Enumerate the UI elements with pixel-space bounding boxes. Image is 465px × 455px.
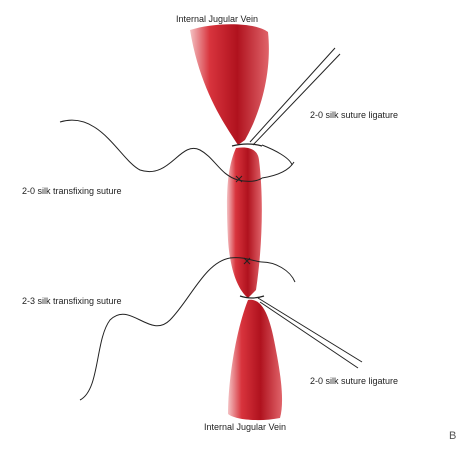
lower-suture-end [262,262,295,282]
lower-suture-label: 2-3 silk transfixing suture [22,296,122,306]
middle-vein-segment [227,148,262,299]
upper-suture-end [262,162,294,178]
lower-ligature-tie [240,296,264,298]
lower-vein-segment [228,300,282,420]
top-vein-label: Internal Jugular Vein [176,14,258,24]
top-ligature-label: 2-0 silk suture ligature [310,110,398,120]
bottom-ligature-label: 2-0 silk suture ligature [310,376,398,386]
upper-ligature-tie [232,144,262,146]
upper-suture-label: 2-0 silk transfixing suture [22,186,122,196]
bottom-vein-label: Internal Jugular Vein [204,422,286,432]
upper-vein-segment [190,24,269,145]
corner-mark: B [449,430,456,442]
top-ligature-loop [262,145,292,165]
